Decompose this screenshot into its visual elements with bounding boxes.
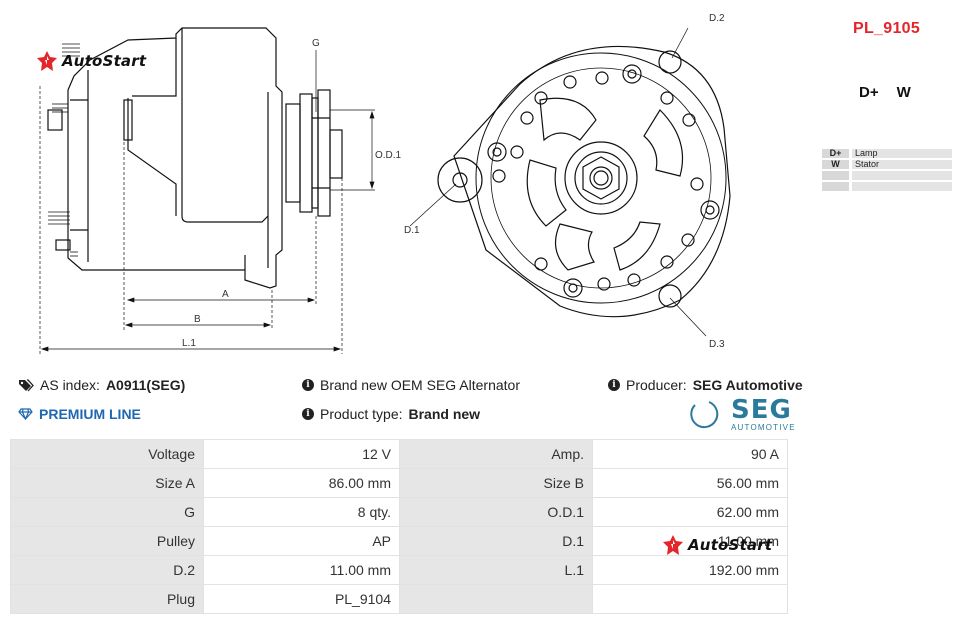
spec-label: Voltage [10,439,204,469]
spec-label [399,584,593,614]
spec-value: AP [203,526,400,556]
table-row: Plug PL_9104 [10,584,788,614]
label-a: A [222,289,229,300]
table-row: Voltage 12 V Amp. 90 A [10,439,788,469]
spec-label: Plug [10,584,204,614]
spec-label: Size A [10,468,204,498]
spec-label: O.D.1 [399,497,593,527]
seg-logo-sub: AUTOMOTIVE [731,423,796,432]
as-index-label: AS index: [40,377,100,393]
info-icon: i [302,408,314,420]
terminal-row: D+ Lamp [822,149,952,158]
spec-value: 90 A [592,439,788,469]
seg-automotive-logo: SEG AUTOMOTIVE [689,395,796,433]
diamond-icon [18,408,33,420]
premium-line-link[interactable]: PREMIUM LINE [18,406,141,422]
terminal-key: W [822,160,849,169]
autostart-logo-text: AutoStart [62,52,147,70]
alternator-front-view [437,45,731,318]
spec-label: Pulley [10,526,204,556]
brand-text: Brand new OEM SEG Alternator [320,377,520,393]
tags-icon [19,378,34,391]
premium-line-text: PREMIUM LINE [39,406,141,422]
seg-ring-icon [690,401,719,429]
terminal-w: W [896,84,911,101]
spec-value: 12 V [203,439,400,469]
drawing-labels: G O.D.1 A B L.1 D.1 D.2 D.3 [182,13,725,350]
label-d1: D.1 [404,225,420,236]
terminal-value [849,182,952,191]
terminal-value: Lamp [849,149,952,158]
producer: i Producer: SEG Automotive [608,377,803,393]
table-row: G 8 qty. O.D.1 62.00 mm [10,497,788,527]
autostart-logo-text: AutoStart [688,536,773,554]
alternator-side-view [47,27,343,289]
table-row: Pulley AP D.1 11.00 mm [10,526,788,556]
autostart-watermark-logo: AutoStart [662,534,772,556]
terminal-row [822,171,952,180]
label-l1: L.1 [182,338,196,349]
spec-value: 11.00 mm [203,555,400,585]
table-row: Size A 86.00 mm Size B 56.00 mm [10,468,788,498]
spec-label: G [10,497,204,527]
spec-value: PL_9104 [203,584,400,614]
label-d3: D.3 [709,339,725,350]
brand-info: i Brand new OEM SEG Alternator [302,377,520,393]
as-index-value: A0911(SEG) [105,377,186,393]
spec-label: Size B [399,468,593,498]
spec-label: L.1 [399,555,593,585]
terminal-value [849,171,952,180]
spec-label: D.2 [10,555,204,585]
spec-value [592,584,788,614]
product-type: i Product type: Brand new [302,406,480,422]
label-d2: D.2 [709,13,725,24]
as-index: AS index: A0911(SEG) [18,377,185,393]
spec-label: D.1 [399,526,593,556]
info-icon: i [302,379,314,391]
terminal-key [822,171,849,180]
terminals-header: D+ W [859,84,911,101]
part-code: PL_9105 [853,20,921,37]
autostart-logo: AutoStart [36,50,146,72]
table-row: D.2 11.00 mm L.1 192.00 mm [10,555,788,585]
label-b: B [194,314,201,325]
autostart-logo-icon [37,51,57,71]
spec-value: 192.00 mm [592,555,788,585]
product-type-value: Brand new [408,406,481,422]
producer-value: SEG Automotive [692,377,803,393]
spec-value: 56.00 mm [592,468,788,498]
seg-logo-name: SEG [731,395,792,425]
product-type-label: Product type: [320,406,403,422]
label-g: G [312,38,320,49]
label-od1: O.D.1 [375,150,402,161]
technical-drawing: G O.D.1 A B L.1 D.1 D.2 D.3 [39,13,731,354]
spec-table: Voltage 12 V Amp. 90 A Size A 86.00 mm S… [10,439,788,614]
spec-value: 62.00 mm [592,497,788,527]
terminal-d-plus: D+ [859,84,879,101]
dimension-lines [39,27,707,354]
info-icon: i [608,379,620,391]
spec-label: Amp. [399,439,593,469]
terminal-key: D+ [822,149,849,158]
spec-value: 11.00 mm [592,526,788,556]
producer-label: Producer: [626,377,687,393]
autostart-logo-icon [663,535,683,555]
terminal-row: W Stator [822,160,952,169]
spec-value: 8 qty. [203,497,400,527]
terminal-value: Stator [849,160,952,169]
terminal-table: D+ Lamp W Stator [822,147,952,193]
terminal-row [822,182,952,191]
spec-value: 86.00 mm [203,468,400,498]
terminal-key [822,182,849,191]
